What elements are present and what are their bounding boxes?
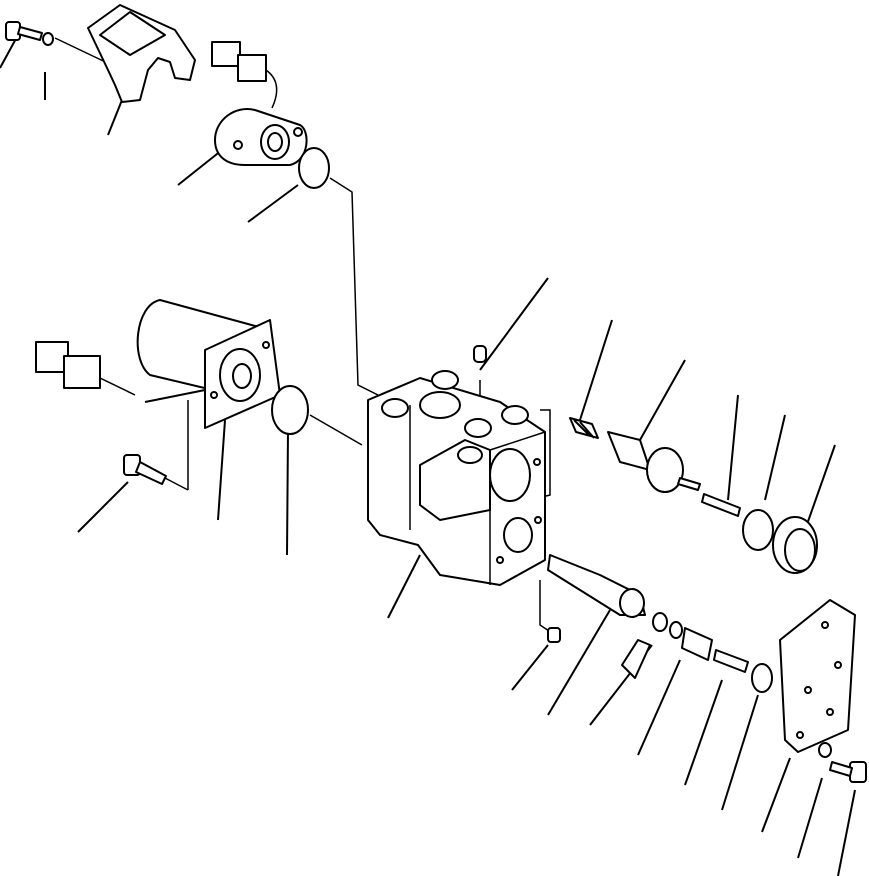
- bolt-left: [123, 454, 167, 485]
- solenoid: [136, 299, 281, 429]
- connector-left: [35, 341, 136, 396]
- spool-upper: [607, 431, 701, 493]
- bracket: [87, 4, 196, 103]
- washer-top: [42, 32, 54, 46]
- washer-lower: [669, 621, 683, 639]
- bolt-top: [5, 21, 43, 41]
- breather: [473, 345, 487, 363]
- spring-upper-2: [701, 493, 741, 517]
- plug-small: [547, 627, 561, 643]
- spring-upper: [569, 417, 599, 439]
- cover: [779, 599, 856, 753]
- plug-upper: [772, 516, 818, 574]
- solenoid-valve-top: [214, 108, 308, 166]
- leader-lines: [0, 34, 856, 876]
- washer-bottom: [818, 742, 832, 758]
- o-ring-top: [298, 147, 330, 189]
- o-ring-lower: [751, 663, 773, 693]
- o-ring-left: [271, 385, 309, 435]
- spool-lower: [547, 554, 646, 618]
- valve-body: [367, 370, 546, 586]
- connector-top: [211, 41, 278, 109]
- pin: [713, 649, 749, 673]
- shim: [652, 612, 668, 632]
- spring-lower: [681, 627, 713, 661]
- bolt-bottom: [829, 761, 867, 783]
- shim-plate: [621, 639, 651, 679]
- o-ring-upper: [742, 509, 774, 551]
